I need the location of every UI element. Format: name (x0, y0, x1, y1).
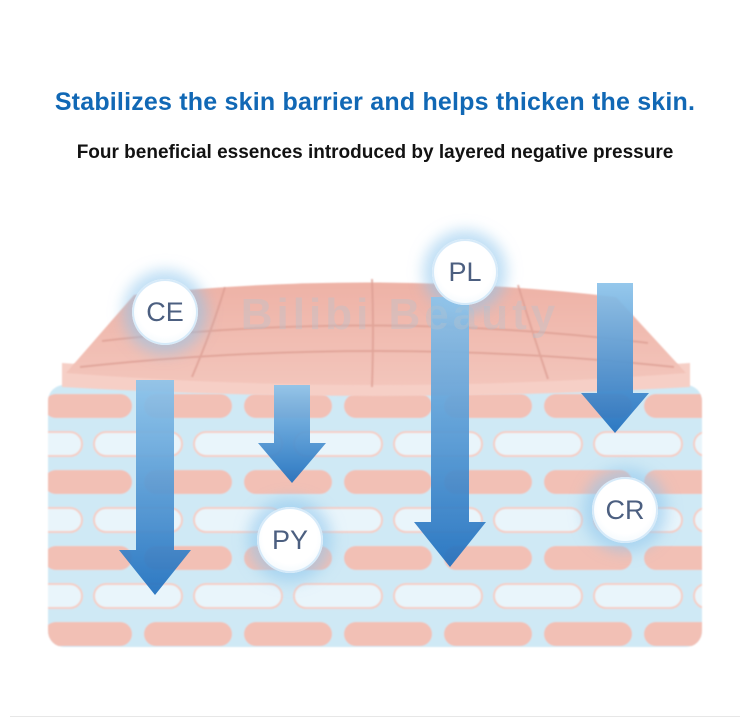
page-title: Stabilizes the skin barrier and helps th… (54, 88, 696, 116)
essence-label-py: PY (257, 507, 323, 573)
essence-label-ce-text: CE (146, 296, 184, 327)
essence-label-cr-text: CR (605, 494, 645, 525)
page-subtitle: Four beneficial essences introduced by l… (76, 142, 674, 163)
arrow-pl-icon (414, 297, 486, 567)
essence-label-pl-text: PL (448, 256, 482, 287)
essence-arrows (119, 283, 649, 595)
arrow-cr-icon (581, 283, 649, 433)
essence-label-ce: CE (132, 279, 198, 345)
skin-surface (66, 278, 686, 388)
essence-label-pl: PL (432, 239, 498, 305)
bottom-divider (10, 716, 740, 717)
essence-label-cr: CR (592, 477, 658, 543)
essence-label-py-text: PY (271, 524, 309, 555)
arrow-ce-icon (119, 380, 191, 595)
skin-illustration (48, 278, 702, 647)
arrow-py-icon (258, 385, 326, 483)
skin-diagram: Bilibi Beauty CE PL PY CR (40, 235, 710, 655)
